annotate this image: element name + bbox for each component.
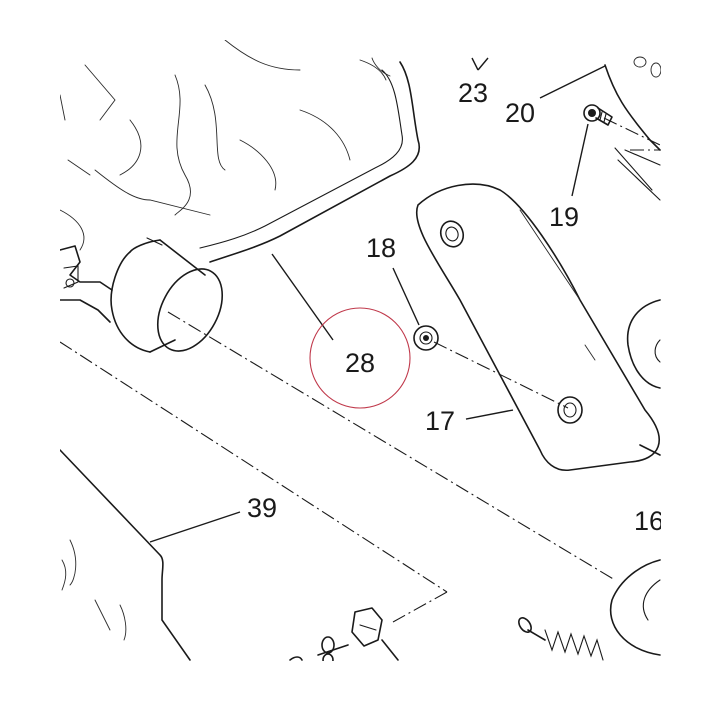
- engine-outline: [59, 39, 351, 251]
- bracket-20: [604, 56, 662, 201]
- spring: [518, 617, 604, 661]
- screw-19: [583, 104, 613, 126]
- right-side-parts: [609, 299, 661, 656]
- leader-lines: [149, 57, 606, 543]
- crop-mask-right: [661, 0, 720, 720]
- callout-19[interactable]: 19: [549, 202, 579, 232]
- bolt-18: [413, 325, 439, 351]
- highlight-circle-28: [309, 307, 411, 409]
- exhaust-collar: [59, 237, 224, 353]
- lower-panel: [59, 449, 191, 661]
- center-lines: [59, 117, 661, 623]
- callout-17[interactable]: 17: [425, 406, 455, 436]
- crop-mask-top: [0, 0, 720, 40]
- callout-18[interactable]: 18: [366, 233, 396, 263]
- heat-shield: [415, 183, 660, 472]
- callout-20[interactable]: 20: [505, 98, 535, 128]
- crop-mask-bottom: [0, 661, 720, 720]
- clip-assembly: [289, 607, 399, 667]
- callout-28[interactable]: 28: [345, 348, 375, 378]
- muffler-body: [199, 57, 421, 263]
- callout-23[interactable]: 23: [458, 78, 488, 108]
- callout-16[interactable]: 16: [634, 506, 664, 536]
- callout-39[interactable]: 39: [247, 493, 277, 523]
- crop-mask-left: [0, 0, 60, 720]
